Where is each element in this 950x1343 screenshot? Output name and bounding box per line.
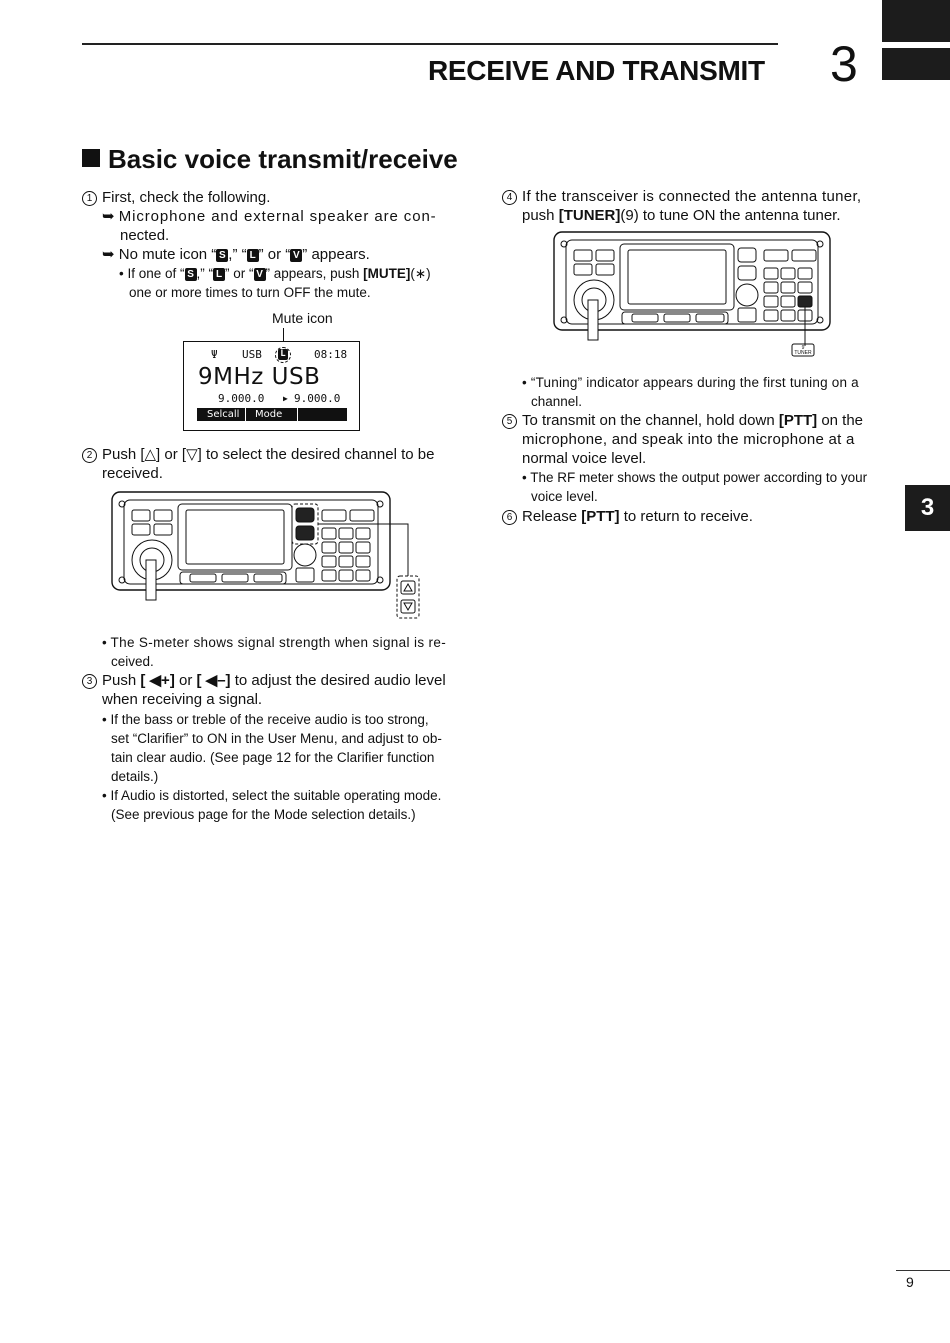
step-3-bullet-2-l2: (See previous page for the Mode selectio…	[111, 807, 416, 822]
step-3-line-2: when receiving a signal.	[102, 691, 263, 708]
step-3-bullet-1-l4: details.)	[111, 769, 159, 784]
radio-illustration-2	[553, 231, 831, 357]
step-1-bullet: • If one of “S,” “L” or “V” appears, pus…	[119, 266, 431, 281]
step-2-line-1: Push [△] or [▽] to select the desired ch…	[102, 446, 435, 463]
step-4-line-2: push [TUNER](9) to tune ON the antenna t…	[522, 207, 841, 224]
header-rule	[82, 43, 778, 45]
arrow-icon: ➥	[102, 208, 115, 225]
lcd-mode: USB	[242, 348, 262, 361]
mute-l-icon: L	[213, 268, 226, 281]
step-3-bullet-2: • If Audio is distorted, select the suit…	[102, 788, 442, 803]
step-2-number: 2	[82, 445, 97, 465]
footer-rule	[896, 1270, 950, 1271]
mute-s-icon: S	[216, 249, 229, 262]
step-1-arrow-item-1-cont: nected.	[120, 227, 170, 244]
lcd-time: 08:18	[314, 348, 348, 361]
step-3-bullet-1-l3: tain clear audio. (See page 12 for the C…	[111, 750, 435, 765]
step-2-bullet-cont: ceived.	[111, 654, 154, 669]
tuner-key: [TUNER]	[558, 207, 621, 224]
step-4-line-1: If the transceiver is connected the ante…	[522, 188, 862, 205]
tuner-key-callout: 9 TUNER	[794, 345, 812, 356]
chapter-number: 3	[830, 36, 858, 92]
lcd-freq-tx: 9.000.0	[294, 392, 341, 405]
radio-illustration-1	[111, 491, 420, 619]
step-4-bullet-cont: channel.	[531, 394, 583, 409]
volume-up-key: [ ◀+]	[140, 672, 175, 689]
step-3-bullet-1: • If the bass or treble of the receive a…	[102, 712, 429, 727]
step-4-bullet: • “Tuning” indicator appears during the …	[522, 375, 859, 390]
step-1-text: First, check the following.	[102, 189, 271, 206]
chapter-tab-bottom	[882, 48, 950, 80]
antenna-icon: Ψ	[211, 348, 218, 361]
lcd-arrow-icon: ▶	[283, 394, 288, 403]
softkey-mode: Mode	[255, 409, 283, 420]
step-3-line-1: Push [ ◀+] or [ ◀–] to adjust the desire…	[102, 672, 446, 689]
mute-l-icon: L	[246, 249, 259, 262]
step-3-number: 3	[82, 671, 97, 691]
step-6-line: Release [PTT] to return to receive.	[522, 508, 753, 525]
step-5-line-1: To transmit on the channel, hold down [P…	[522, 412, 864, 429]
mute-s-icon: S	[184, 268, 197, 281]
section-title: Basic voice transmit/receive	[82, 144, 458, 175]
step-3-bullet-1-l2: set “Clarifier” to ON in the User Menu, …	[111, 731, 442, 746]
chapter-title: RECEIVE AND TRANSMIT	[428, 55, 765, 86]
step-5-bullet: • The RF meter shows the output power ac…	[522, 470, 868, 485]
step-1-number: 1	[82, 188, 97, 208]
softkey-selcall: Selcall	[207, 409, 240, 420]
step-1-bullet-cont: one or more times to turn OFF the mute.	[129, 285, 371, 300]
step-5-number: 5	[502, 411, 517, 431]
step-6-number: 6	[502, 507, 517, 527]
step-5-line-3: normal voice level.	[522, 450, 647, 467]
step-1-arrow-item-1: ➥ Microphone and external speaker are co…	[102, 208, 437, 225]
lcd-channel: 9MHz USB	[198, 364, 321, 390]
chapter-tab-top	[882, 0, 950, 42]
lcd-display: Ψ USB L 08:18 9MHz USB 9.000.0 ▶ 9.000.0…	[183, 341, 360, 431]
step-2-bullet: • The S-meter shows signal strength when…	[102, 635, 447, 650]
page-number: 9	[906, 1274, 914, 1290]
mute-label-leader	[283, 328, 284, 347]
mute-v-icon: V	[290, 249, 303, 262]
mute-highlight	[275, 347, 291, 363]
ptt-key: [PTT]	[778, 412, 818, 429]
step-5-line-2: microphone, and speak into the microphon…	[522, 431, 855, 448]
mute-v-icon: V	[253, 268, 266, 281]
square-bullet-icon	[82, 149, 100, 167]
ptt-key: [PTT]	[581, 508, 620, 525]
step-1-arrow-item-2: ➥ No mute icon “S,” “L” or “V” appears.	[102, 246, 370, 263]
lcd-freq-rx: 9.000.0	[218, 392, 265, 405]
side-chapter-tab: 3	[905, 485, 950, 531]
arrow-icon: ➥	[102, 246, 115, 263]
mute-icon-label: Mute icon	[272, 310, 333, 326]
step-5-bullet-cont: voice level.	[531, 489, 598, 504]
lcd-mute-icon: L	[278, 349, 288, 360]
volume-down-key: [ ◀–]	[196, 672, 231, 689]
step-2-line-2: received.	[102, 465, 163, 482]
step-4-number: 4	[502, 187, 517, 207]
lcd-softkeys: Selcall Mode	[197, 408, 347, 421]
